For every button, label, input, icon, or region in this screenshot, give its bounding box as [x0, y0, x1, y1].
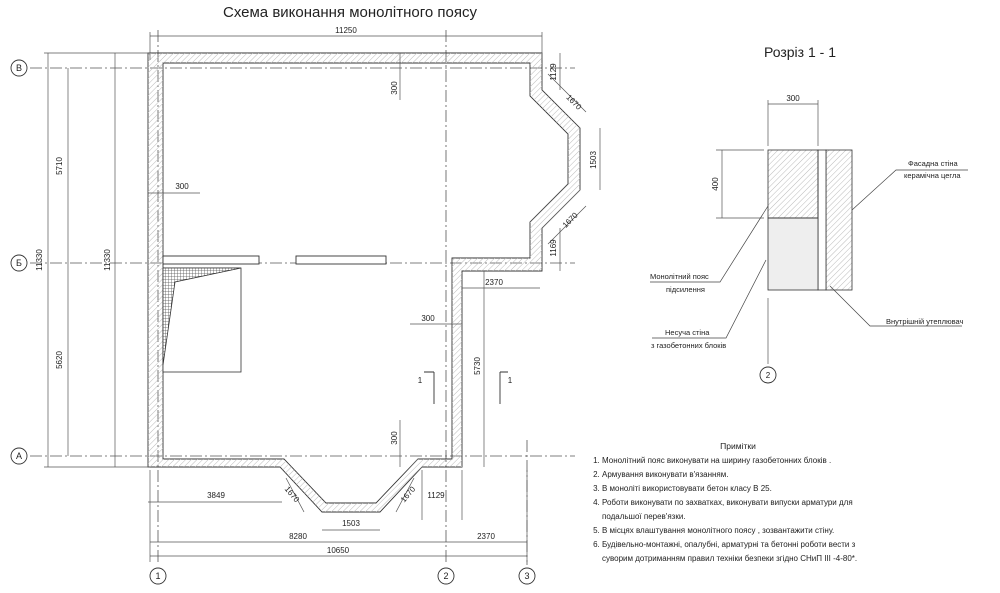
axis-bubble-b [10, 254, 28, 272]
axis-label-a: А [16, 451, 22, 461]
facade-brick [825, 149, 853, 291]
axis-label-v: В [16, 63, 22, 73]
dimension-lines [44, 32, 601, 562]
label-facade-2: керамічна цегла [904, 171, 961, 180]
dim-wall-left: 300 [175, 182, 189, 191]
dim-bottom-8280: 8280 [289, 532, 307, 541]
axis-bubble-v [10, 59, 28, 77]
beam-mid [295, 255, 387, 265]
section-title: Розріз 1 - 1 [764, 44, 836, 60]
dim-left-upper: 5710 [55, 157, 64, 175]
axis-bubble-3 [518, 567, 536, 585]
insulation-layer [817, 149, 827, 291]
wall-hatch [148, 53, 580, 512]
section-dim-lines [716, 100, 819, 364]
axis-bubble-a [10, 447, 28, 465]
monolithic-belt [767, 149, 819, 219]
gas-block-wall [767, 217, 819, 291]
notes-list: Монолітний пояс виконувати на ширину газ… [588, 454, 888, 566]
section-axis-bubble [759, 366, 777, 384]
section-dim-width: 300 [786, 94, 800, 103]
label-bearing-1: Несуча стіна [665, 328, 710, 337]
note-item: В моноліті використовувати бетон класу В… [602, 482, 888, 496]
dim-wall-mid: 300 [421, 314, 435, 323]
dim-wall-top: 300 [390, 81, 399, 95]
note-item: Монолітний пояс виконувати на ширину газ… [602, 454, 888, 468]
label-belt-1: Монолітний пояс [650, 272, 709, 281]
dim-right-inner: 5730 [473, 357, 482, 375]
axis-bubble-2 [437, 567, 455, 585]
dim-2370-inner: 2370 [485, 278, 503, 287]
axis-label-3: 3 [524, 571, 529, 581]
stair-grid [162, 267, 242, 366]
dim-wall-bottom: 300 [390, 431, 399, 445]
note-item: Роботи виконувати по захватках, виконува… [602, 496, 888, 524]
axis-label-b: Б [16, 258, 22, 268]
dim-bay-top: 1129 [549, 63, 558, 81]
dim-left-total: 11330 [35, 249, 44, 271]
dim-inner-total: 11330 [103, 249, 112, 271]
dim-top-total: 11250 [335, 26, 357, 35]
stair-area [162, 267, 242, 373]
section-mark-right: 1 [508, 376, 513, 385]
note-item: В місцях влаштування монолітного поясу ,… [602, 524, 888, 538]
axis-bubbles [10, 59, 536, 585]
section-mark-left: 1 [418, 376, 423, 385]
label-bearing-2: з газобетонних блоків [651, 341, 726, 350]
dim-bay-width: 1503 [589, 151, 598, 169]
dim-bay-diag-upper: 1670 [564, 93, 583, 112]
axis-bubble-1 [149, 567, 167, 585]
axis-label-1: 1 [155, 571, 160, 581]
note-item: Будівельно-монтажні, опалубні, арматурні… [602, 538, 888, 566]
notes-heading: Примітки [720, 441, 756, 451]
leader-lines [650, 169, 968, 339]
dim-left-lower: 5620 [55, 351, 64, 369]
notes-block: Примітки Монолітний пояс виконувати на ш… [588, 439, 888, 566]
dim-bottom-left: 3849 [207, 491, 225, 500]
dim-bottom-2370: 2370 [477, 532, 495, 541]
dim-bay-bottom: 1169 [549, 239, 558, 257]
dim-bay-diag-lower: 1670 [561, 210, 580, 229]
section-dim-height: 400 [711, 177, 720, 191]
interior-beams [162, 255, 387, 265]
axis-label-2: 2 [443, 571, 448, 581]
section-axis-label: 2 [766, 371, 771, 380]
label-belt-2: підсилення [666, 285, 705, 294]
section-detail [767, 149, 853, 291]
beam-left [162, 255, 260, 265]
label-insulation: Внутрішній утеплювач [886, 317, 964, 326]
label-facade-1: Фасадна стіна [908, 159, 959, 168]
note-item: Армування виконувати в'язанням. [602, 468, 888, 482]
dim-bottom-total: 10650 [327, 546, 350, 555]
section-cut-marks [424, 371, 508, 404]
dim-bottom-bay: 1503 [342, 519, 360, 528]
dim-bottom-right-seg: 1129 [427, 491, 445, 500]
drawing-title: Схема виконання монолітного поясу [222, 4, 477, 21]
